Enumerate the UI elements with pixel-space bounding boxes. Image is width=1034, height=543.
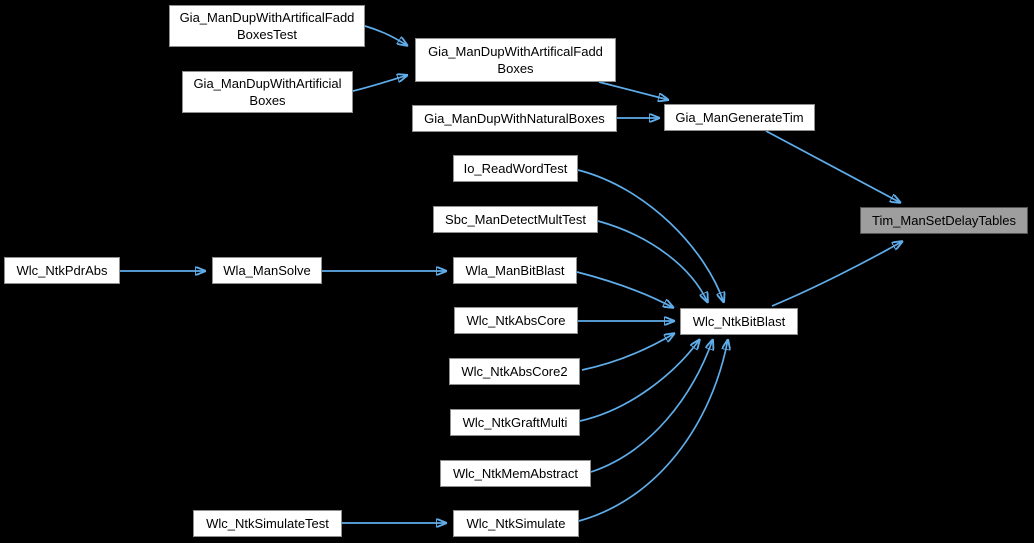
node-wla-man-solve[interactable]: Wla_ManSolve: [212, 257, 322, 284]
node-tim-man-set-delay-tables: Tim_ManSetDelayTables: [860, 207, 1028, 234]
node-wlc-ntk-pdr-abs[interactable]: Wlc_NtkPdrAbs: [4, 257, 120, 284]
node-wlc-ntk-simulate[interactable]: Wlc_NtkSimulate: [453, 510, 579, 537]
edge-wlamanbitblast-to-bitblast: [576, 271, 674, 308]
edge-generatetim-to-setdelaytables: [765, 130, 901, 203]
node-gia-man-dup-with-artifical-fadd-boxes-test[interactable]: Gia_ManDupWithArtificalFadd BoxesTest: [169, 5, 365, 47]
node-wlc-ntk-abs-core[interactable]: Wlc_NtkAbsCore: [454, 307, 578, 334]
node-wlc-ntk-abs-core2[interactable]: Wlc_NtkAbsCore2: [449, 358, 580, 385]
node-gia-man-generate-tim[interactable]: Gia_ManGenerateTim: [664, 104, 815, 131]
node-gia-man-dup-with-natural-boxes[interactable]: Gia_ManDupWithNaturalBoxes: [412, 105, 617, 132]
node-gia-man-dup-with-artifical-fadd-boxes[interactable]: Gia_ManDupWithArtificalFadd Boxes: [415, 38, 616, 82]
edge-readwordtest-to-bitblast: [577, 169, 724, 303]
node-wlc-ntk-simulate-test[interactable]: Wlc_NtkSimulateTest: [193, 510, 342, 537]
edge-memabstract-to-bitblast: [590, 339, 713, 473]
edge-detectmulttest-to-bitblast: [597, 220, 708, 303]
node-gia-man-dup-with-artificial-boxes[interactable]: Gia_ManDupWithArtificial Boxes: [182, 71, 353, 113]
edge-faddboxestest-to-faddboxes: [364, 25, 408, 46]
node-wlc-ntk-mem-abstract[interactable]: Wlc_NtkMemAbstract: [440, 460, 591, 487]
edge-faddboxes-to-generatetim: [598, 81, 669, 100]
node-wlc-ntk-bit-blast[interactable]: Wlc_NtkBitBlast: [680, 308, 798, 335]
node-wlc-ntk-graft-multi[interactable]: Wlc_NtkGraftMulti: [450, 409, 580, 436]
edge-simulate-to-bitblast: [578, 339, 728, 522]
edge-graftmulti-to-bitblast: [579, 339, 700, 422]
edge-bitblast-to-setdelaytables: [771, 241, 903, 307]
node-sbc-man-detect-mult-test[interactable]: Sbc_ManDetectMultTest: [433, 206, 598, 233]
node-io-read-word-test[interactable]: Io_ReadWordTest: [453, 155, 578, 182]
edge-artificialboxes-to-faddboxes: [352, 75, 408, 92]
edge-abscore2-to-bitblast: [581, 333, 675, 371]
node-wla-man-bit-blast[interactable]: Wla_ManBitBlast: [453, 257, 577, 284]
